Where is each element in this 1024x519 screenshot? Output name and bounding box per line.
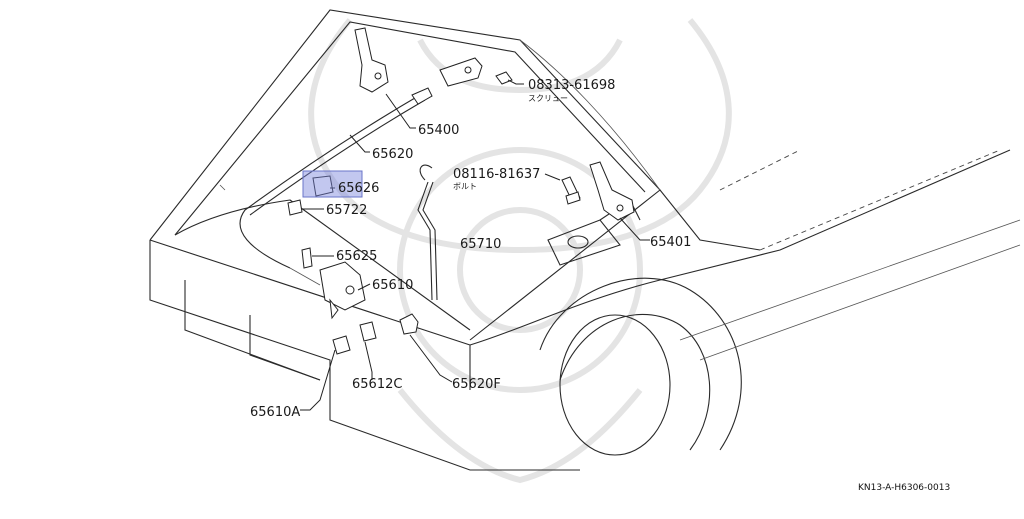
label-65620F[interactable]: 65620F [452, 377, 501, 392]
label-65610A[interactable]: 65610A [250, 405, 300, 420]
latch-assembly [301, 247, 366, 320]
label-65610[interactable]: 65610 [372, 278, 413, 293]
label-65710[interactable]: 65710 [460, 237, 501, 252]
leader-lines [300, 79, 650, 411]
label-08116-81637[interactable]: 08116-81637 [453, 167, 540, 182]
lock-bolt [359, 321, 377, 342]
vehicle-body [149, 149, 1021, 471]
hood-cable [239, 94, 426, 286]
hinge-left [354, 27, 389, 93]
drawing-code: KN13-A-H6306-0013 [858, 483, 950, 493]
label-65401[interactable]: 65401 [650, 235, 691, 250]
stay-clip [312, 175, 334, 197]
hinge-right [589, 161, 635, 221]
hood-stay-rod [417, 164, 438, 301]
label-08313-61698[interactable]: 08313-61698 [528, 78, 615, 93]
label-65625[interactable]: 65625 [336, 249, 377, 264]
rubber-stopper [399, 313, 419, 335]
label-65620[interactable]: 65620 [372, 147, 413, 162]
screw [495, 71, 513, 85]
hood-outline [149, 9, 661, 341]
bumper-striker [332, 335, 351, 355]
highlight-selection[interactable] [302, 170, 363, 198]
label-65612C[interactable]: 65612C [352, 377, 402, 392]
label-65400[interactable]: 65400 [418, 123, 459, 138]
label-65626[interactable]: 65626 [338, 181, 379, 196]
clip-65722 [287, 199, 303, 216]
note-bolt: ボルト [453, 182, 477, 191]
note-screw: スクリュー [528, 94, 568, 103]
bolt [561, 176, 581, 205]
cable-end-fitting [411, 57, 483, 105]
label-65722[interactable]: 65722 [326, 203, 367, 218]
